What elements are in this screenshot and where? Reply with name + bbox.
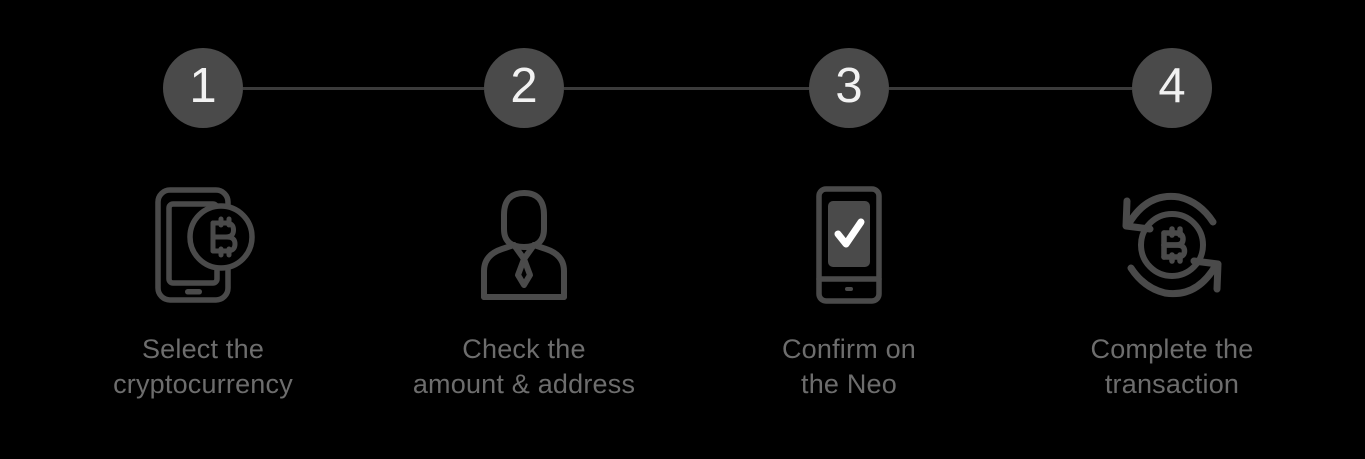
step-number-2: 2	[510, 58, 538, 113]
step-column-2: Check the amount & address	[394, 175, 654, 402]
step-number-3: 3	[835, 58, 863, 113]
step-caption-4: Complete the transaction	[1091, 332, 1254, 402]
step-caption-1-line2: cryptocurrency	[113, 369, 293, 399]
icon-slot-4	[1111, 175, 1233, 310]
rail-segment-2-3	[564, 87, 809, 90]
step-circle-3[interactable]: 3	[809, 48, 889, 128]
step-caption-3: Confirm on the Neo	[782, 332, 916, 402]
checkmark-icon	[834, 218, 865, 247]
step-caption-4-line1: Complete the	[1090, 334, 1254, 364]
step-circle-4[interactable]: 4	[1132, 48, 1212, 128]
icon-slot-3	[793, 175, 905, 310]
step-caption-2-line2: amount & address	[412, 369, 636, 399]
step-caption-3-line2: the Neo	[801, 369, 897, 399]
icon-slot-1	[147, 175, 259, 310]
step-number-4: 4	[1158, 58, 1186, 113]
step-column-1: Select the cryptocurrency	[73, 175, 333, 402]
step-caption-1-line1: Select the	[141, 334, 265, 364]
step-caption-1: Select the cryptocurrency	[113, 332, 293, 402]
icon-slot-2	[468, 175, 580, 310]
progress-rail: 1 2 3 4	[0, 0, 1365, 180]
bitcoin-refresh-icon	[1122, 192, 1222, 297]
rail-segment-1-2	[243, 87, 484, 90]
step-number-1: 1	[189, 58, 217, 113]
step-column-3: Confirm on the Neo	[719, 175, 979, 402]
step-caption-2-line1: Check the	[462, 334, 586, 364]
step-circle-2[interactable]: 2	[484, 48, 564, 128]
device-button	[845, 286, 853, 291]
phone-bitcoin-icon	[155, 186, 255, 303]
rail-segment-3-4	[889, 87, 1132, 90]
refresh-arrows-icon	[1122, 192, 1222, 297]
step-caption-4-line2: transaction	[1104, 369, 1240, 399]
step-caption-3-line1: Confirm on	[781, 334, 917, 364]
step-column-4: Complete the transaction	[1042, 175, 1302, 402]
person-suit-icon	[481, 189, 567, 300]
step-caption-2: Check the amount & address	[413, 332, 635, 402]
step-circle-1[interactable]: 1	[163, 48, 243, 128]
device-checkmark-icon	[816, 185, 882, 304]
